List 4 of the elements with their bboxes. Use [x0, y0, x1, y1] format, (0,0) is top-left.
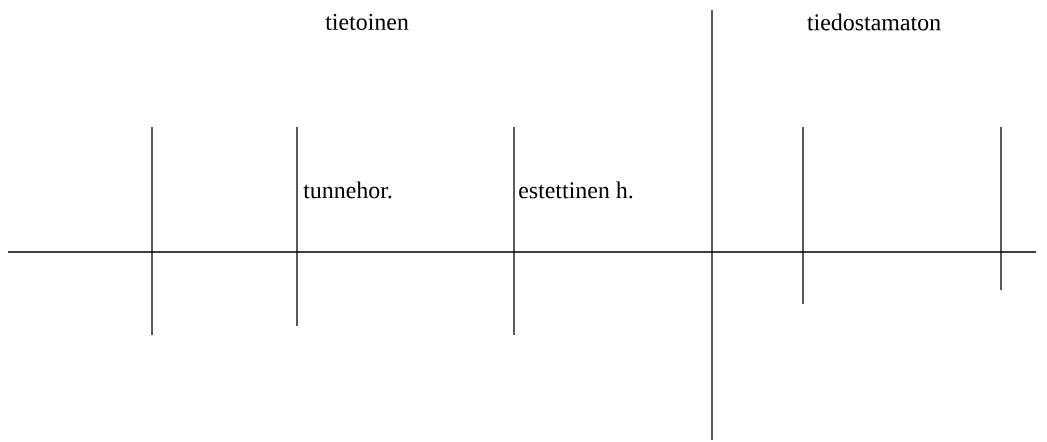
label: tiedostamaton — [807, 13, 941, 31]
label: tietoinen — [325, 13, 409, 31]
label: tunnehor. — [303, 181, 392, 199]
label: estettinen h. — [519, 181, 633, 199]
